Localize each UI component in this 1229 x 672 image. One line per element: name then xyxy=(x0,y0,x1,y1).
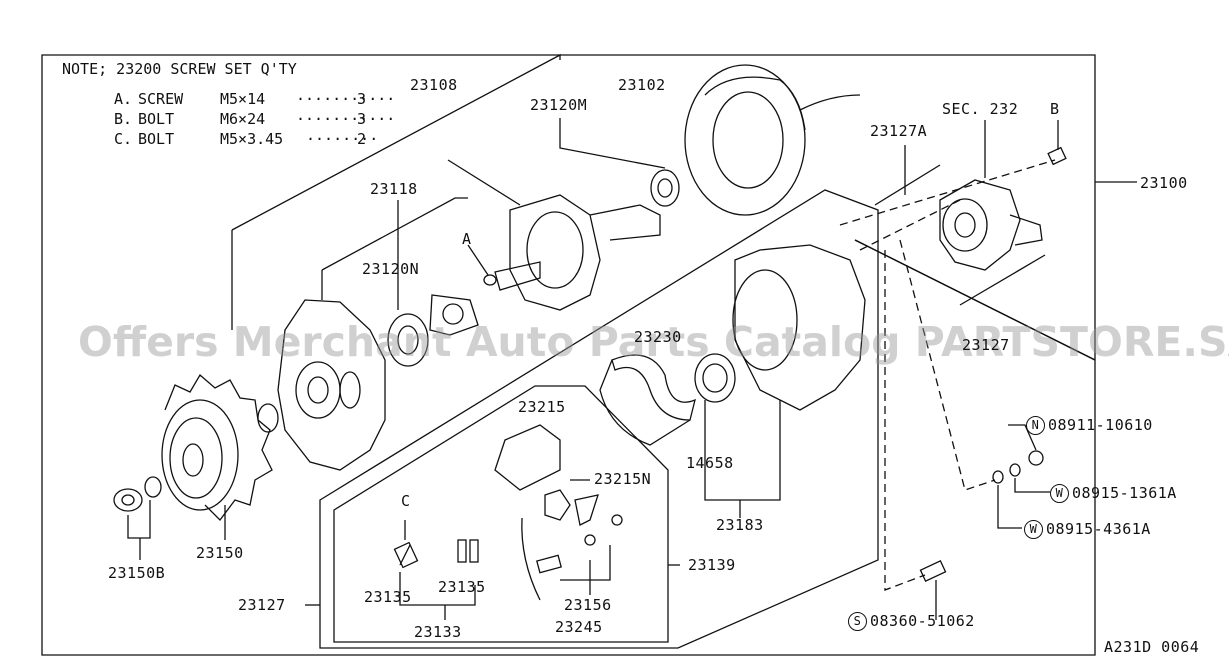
n-symbol-icon: N xyxy=(1026,416,1045,435)
screws xyxy=(393,520,611,620)
label-23120N: 23120N xyxy=(362,260,420,278)
diagram-reference: A231D 0064 xyxy=(1104,638,1200,656)
label-23127: 23127 xyxy=(962,336,1010,354)
brush-holder-23230 xyxy=(611,354,696,421)
rotor-23108 xyxy=(494,169,680,311)
bracket-23108 xyxy=(231,53,561,231)
label-23150B: 23150B xyxy=(108,564,166,582)
label-23215: 23215 xyxy=(518,398,566,416)
bracket-23118 xyxy=(321,197,468,271)
rear-housing xyxy=(694,244,866,411)
frame-23139 xyxy=(333,385,669,643)
label-23133: 23133 xyxy=(414,623,462,641)
label-23230: 23230 xyxy=(634,328,682,346)
rear-cover xyxy=(939,179,1043,271)
bolt-23127 xyxy=(959,254,1046,306)
nut-washers xyxy=(919,450,1044,582)
label-A: A xyxy=(462,230,472,248)
nut-23150B xyxy=(113,476,162,512)
label-C: C xyxy=(401,492,411,510)
label-23120M: 23120M xyxy=(530,96,588,114)
label-23150: 23150 xyxy=(196,544,244,562)
label-23127-kit: 23127 xyxy=(238,596,286,614)
label-23102: 23102 xyxy=(618,76,666,94)
label-23245: 23245 xyxy=(555,618,603,636)
label-23156: 23156 xyxy=(564,596,612,614)
note-title: NOTE; 23200 SCREW SET Q'TY xyxy=(62,60,297,78)
w-symbol-icon: W xyxy=(1050,484,1069,503)
w-symbol-icon: W xyxy=(1024,520,1043,539)
label-23127A: 23127A xyxy=(870,122,928,140)
frame-23127 xyxy=(319,189,879,649)
bolt-23127A xyxy=(874,164,941,206)
label-23135-left: 23135 xyxy=(364,588,412,606)
regulator-23215 xyxy=(494,424,623,601)
label-23135-right: 23135 xyxy=(438,578,486,596)
stator-23102 xyxy=(684,64,861,216)
label-14658: 14658 xyxy=(686,454,734,472)
label-23118: 23118 xyxy=(370,180,418,198)
outer-frame xyxy=(41,54,1096,656)
front-housing xyxy=(257,299,386,471)
label-B: B xyxy=(1050,100,1060,118)
label-23183: 23183 xyxy=(716,516,764,534)
label-23215N: 23215N xyxy=(594,470,652,488)
bearing-23120N xyxy=(387,274,497,367)
label-23100: 23100 xyxy=(1140,174,1188,192)
s-symbol-icon: S xyxy=(848,612,867,631)
label-sec232: SEC. 232 xyxy=(942,100,1019,118)
pulley-23150 xyxy=(161,373,273,521)
label-23108: 23108 xyxy=(410,76,458,94)
watermark: Offers Merchant Auto Parts Catalog PARTS… xyxy=(78,318,1229,366)
label-23139: 23139 xyxy=(688,556,736,574)
